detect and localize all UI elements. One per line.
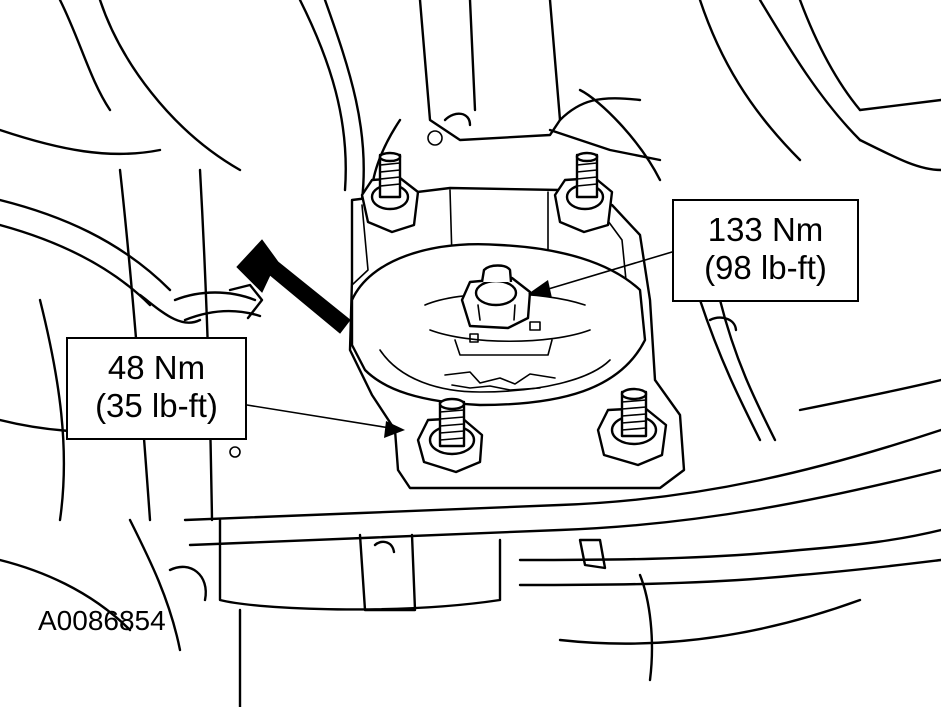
figure-id-label: A0086854: [38, 605, 166, 636]
torque-imperial-label: (35 lb-ft): [95, 387, 218, 424]
upper-right-stud: [553, 151, 614, 234]
leader-lines: [246, 251, 673, 438]
torque-metric-label: 48 Nm: [107, 349, 206, 386]
torque-callout-studs: 48 Nm (35 lb-ft): [66, 337, 247, 440]
torque-callout-mount-nut: 133 Nm (98 lb-ft): [672, 199, 859, 302]
front-direction-arrow-icon: [236, 239, 351, 334]
torque-imperial-label: (98 lb-ft): [704, 249, 827, 286]
torque-metric-label: 133 Nm: [707, 211, 824, 248]
threaded-stud-icon: [416, 397, 484, 474]
lower-right-stud: [596, 387, 668, 467]
hex-nut-icon: [460, 264, 532, 330]
upper-left-stud: [360, 151, 420, 234]
